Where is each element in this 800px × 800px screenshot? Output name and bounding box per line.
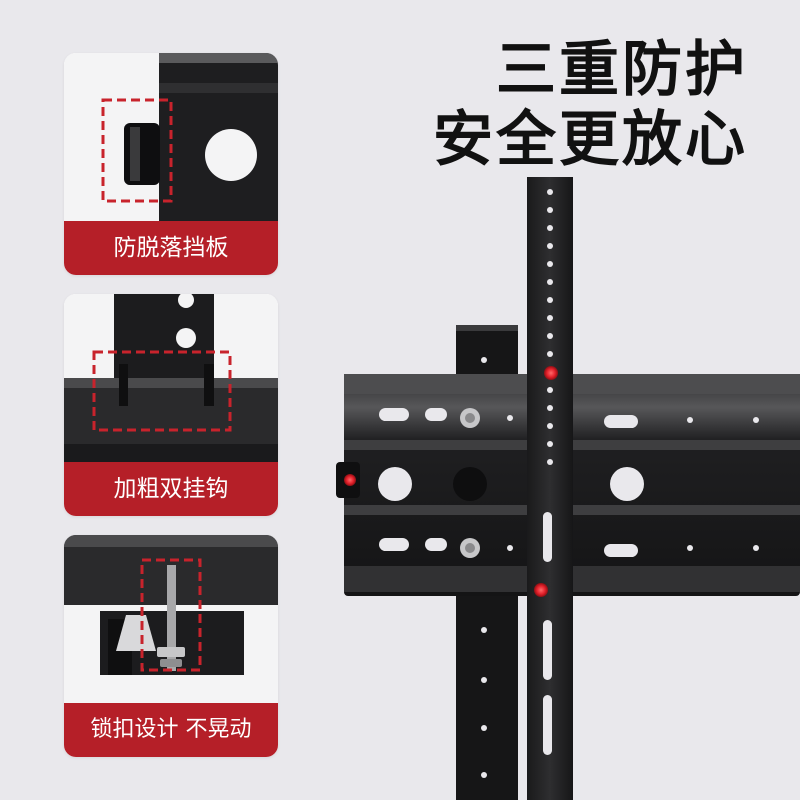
feature-card-lock-buckle: 锁扣设计 不晃动 — [64, 535, 278, 757]
headline-line-1: 三重防护 — [496, 35, 748, 105]
feature-label: 加粗双挂钩 — [64, 462, 278, 516]
feature-card-anti-drop: 防脱落挡板 — [64, 53, 278, 275]
lock-buckle-icon — [64, 535, 278, 703]
double-hook-icon — [64, 294, 278, 462]
vertical-tv-bar — [527, 177, 573, 800]
headline-line-2: 安全更放心 — [433, 105, 748, 175]
feature-card-double-hook: 加粗双挂钩 — [64, 294, 278, 516]
feature-label: 锁扣设计 不晃动 — [64, 703, 278, 757]
baffle-tab — [336, 462, 360, 498]
anti-drop-baffle-icon — [64, 53, 278, 221]
feature-label: 防脱落挡板 — [64, 221, 278, 275]
